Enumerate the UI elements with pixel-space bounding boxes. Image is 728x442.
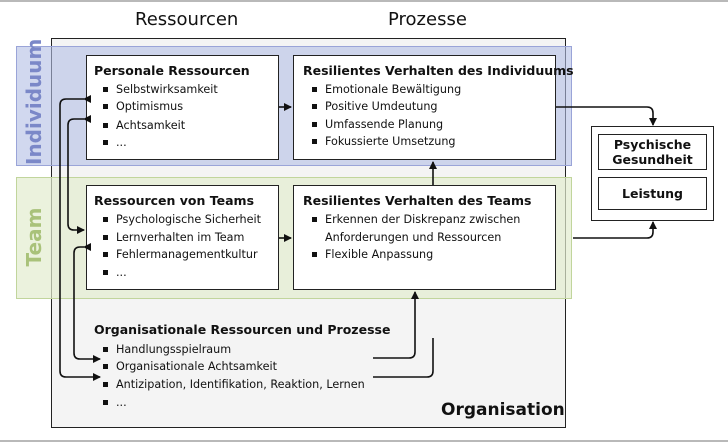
- column-header-resources: Ressourcen: [135, 9, 239, 30]
- list-item: ...: [103, 396, 127, 409]
- org-resources-title: Organisationale Ressourcen und Prozesse: [94, 322, 391, 337]
- arrow-bracket-outer: [59, 95, 101, 381]
- individual-behavior-title: Resilientes Verhalten des Individuums: [303, 63, 574, 78]
- top-border-line: [0, 0, 728, 2]
- list-item: Selbstwirksamkeit: [103, 83, 218, 96]
- list-item: Fokussierte Umsetzung: [312, 135, 456, 148]
- team-resources-title: Ressourcen von Teams: [94, 193, 255, 208]
- list-item: ...: [103, 266, 127, 279]
- personal-resources-title: Personale Ressourcen: [94, 63, 250, 78]
- list-item: Emotionale Bewältigung: [312, 83, 461, 96]
- organisation-label: Organisation: [441, 400, 565, 420]
- mental-health-box: Psychische Gesundheit: [598, 134, 707, 170]
- list-item-continuation: Anforderungen und Ressourcen: [325, 231, 502, 244]
- team-behavior-box: Resilientes Verhalten des Teams Erkennen…: [293, 185, 556, 290]
- list-item: Handlungsspielraum: [103, 343, 231, 356]
- personal-resources-box: Personale Ressourcen Selbstwirksamkeit O…: [86, 55, 279, 160]
- arrow-bracket-inner: [73, 243, 101, 363]
- arrow-bracket-middle: [67, 115, 91, 234]
- arrow-team-to-outcomes: [573, 221, 657, 239]
- list-item: Psychologische Sicherheit: [103, 213, 261, 226]
- list-item: Umfassende Planung: [312, 118, 443, 131]
- team-behavior-title: Resilientes Verhalten des Teams: [303, 193, 532, 208]
- list-item: Antizipation, Identifikation, Reaktion, …: [103, 378, 365, 391]
- arrow-org-to-individual-behavior: [373, 338, 434, 378]
- column-header-processes: Prozesse: [388, 9, 467, 30]
- arrow-org-to-team-behavior: [373, 291, 419, 359]
- performance-box: Leistung: [598, 177, 707, 210]
- individual-behavior-box: Resilientes Verhalten des Individuums Em…: [293, 55, 574, 160]
- arrow-individual-to-outcomes: [556, 106, 657, 126]
- list-item: ...: [103, 136, 127, 149]
- bottom-border-line: [0, 440, 728, 442]
- list-item: Positive Umdeutung: [312, 100, 438, 113]
- list-item: Erkennen der Diskrepanz zwischen: [312, 213, 520, 226]
- list-item: Organisationale Achtsamkeit: [103, 360, 277, 373]
- list-item: Flexible Anpassung: [312, 248, 433, 261]
- list-item: Fehlermanagementkultur: [103, 248, 258, 261]
- list-item: Lernverhalten im Team: [103, 231, 244, 244]
- list-item: Optimismus: [103, 100, 183, 113]
- list-item: Achtsamkeit: [103, 119, 185, 132]
- team-resources-box: Ressourcen von Teams Psychologische Sich…: [86, 185, 279, 290]
